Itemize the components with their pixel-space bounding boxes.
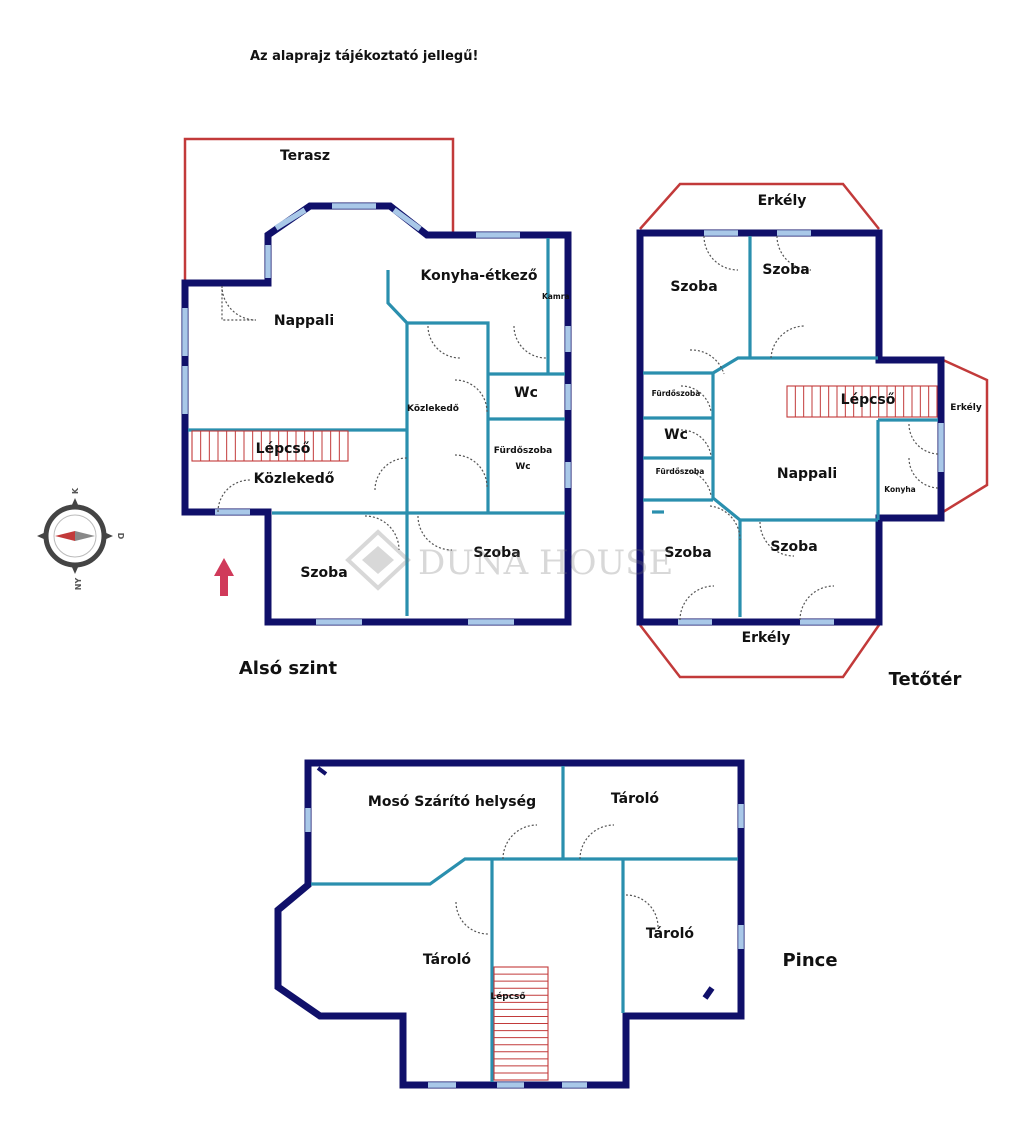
room-label-attic-furdoszoba-2: Fürdőszoba	[656, 467, 705, 476]
level-label-ground: Alsó szint	[239, 658, 338, 679]
balcony-top-outline	[639, 182, 880, 230]
terrace-outline	[183, 137, 455, 282]
room-label-moso-szarito: Mosó Szárító helység	[368, 794, 536, 810]
room-label-attic-lepcso: Lépcső	[841, 392, 896, 408]
ground-doors	[217, 285, 547, 551]
balcony-bottom-outline	[639, 624, 881, 679]
ground-windows	[182, 203, 571, 625]
room-label-basement-tarolo-2: Tároló	[646, 926, 695, 942]
room-label-furdoszoba: Fürdőszoba	[494, 446, 552, 456]
attic-floor-plan: Erkély Szoba Szoba Fürdőszoba Lépcső Erk…	[636, 182, 989, 690]
room-label-attic-konyha: Konyha	[884, 485, 915, 494]
room-label-attic-szoba-4: Szoba	[770, 539, 817, 555]
basement-windows	[305, 804, 744, 1088]
room-label-szoba-1: Szoba	[300, 565, 347, 581]
room-label-basement-tarolo-1: Tároló	[611, 791, 660, 807]
room-label-kamra: Kamra	[542, 292, 569, 301]
attic-windows	[678, 230, 944, 625]
room-label-szoba-2: Szoba	[473, 545, 520, 561]
compass-east-label: D	[116, 533, 125, 540]
room-label-furdoszoba-wc: Wc	[515, 462, 530, 472]
ground-staircase	[191, 430, 349, 462]
balcony-right-outline	[942, 358, 989, 514]
room-label-basement-lepcso: Lépcső	[490, 991, 525, 1002]
room-label-attic-szoba-2: Szoba	[762, 262, 809, 278]
room-label-erkely-right: Erkély	[950, 402, 982, 413]
ground-floor-plan: Terasz Nappali Konyha-étkező Kamra Közle…	[181, 137, 572, 679]
compass-south-label: NY	[74, 578, 83, 591]
room-label-attic-wc: Wc	[664, 427, 688, 443]
compass-icon: K D NY	[37, 487, 125, 590]
room-label-terasz: Terasz	[280, 148, 330, 164]
disclaimer-notice: Az alaprajz tájékoztató jellegű!	[250, 49, 478, 64]
basement-inner-walls	[311, 766, 738, 1082]
basement-outer-wall	[274, 759, 745, 1089]
room-label-attic-szoba-1: Szoba	[670, 279, 717, 295]
duna-house-logo-icon	[345, 529, 411, 591]
basement-staircase	[493, 966, 549, 1081]
room-label-erkely-top: Erkély	[758, 193, 807, 209]
entrance-arrow-icon	[214, 558, 234, 596]
compass-north-label: K	[71, 487, 80, 494]
ground-inner-walls	[188, 238, 565, 616]
room-label-attic-szoba-3: Szoba	[664, 545, 711, 561]
room-label-lepcso: Lépcső	[256, 441, 311, 457]
room-label-wc: Wc	[514, 385, 538, 401]
room-label-kozlekedo-vertical: Közlekedő	[407, 404, 459, 414]
level-label-attic: Tetőtér	[889, 669, 962, 690]
room-label-attic-furdoszoba-1: Fürdőszoba	[652, 389, 701, 398]
attic-outer-wall	[636, 229, 945, 626]
room-label-attic-nappali: Nappali	[777, 466, 837, 482]
level-label-basement: Pince	[782, 950, 837, 971]
room-label-kozlekedo: Közlekedő	[254, 471, 335, 487]
attic-staircase	[786, 385, 938, 418]
basement-doors	[455, 824, 659, 935]
watermark: DUNA HOUSE	[345, 529, 673, 591]
room-label-erkely-bottom: Erkély	[742, 630, 791, 646]
room-label-basement-tarolo-3: Tároló	[423, 952, 472, 968]
room-label-konyha-etkezo: Konyha-étkező	[421, 268, 538, 284]
watermark-text: DUNA HOUSE	[418, 543, 673, 583]
basement-floor-plan: Mosó Szárító helység Tároló Tároló Tárol…	[274, 759, 838, 1089]
room-label-nappali: Nappali	[274, 313, 334, 329]
attic-doors	[679, 235, 940, 621]
